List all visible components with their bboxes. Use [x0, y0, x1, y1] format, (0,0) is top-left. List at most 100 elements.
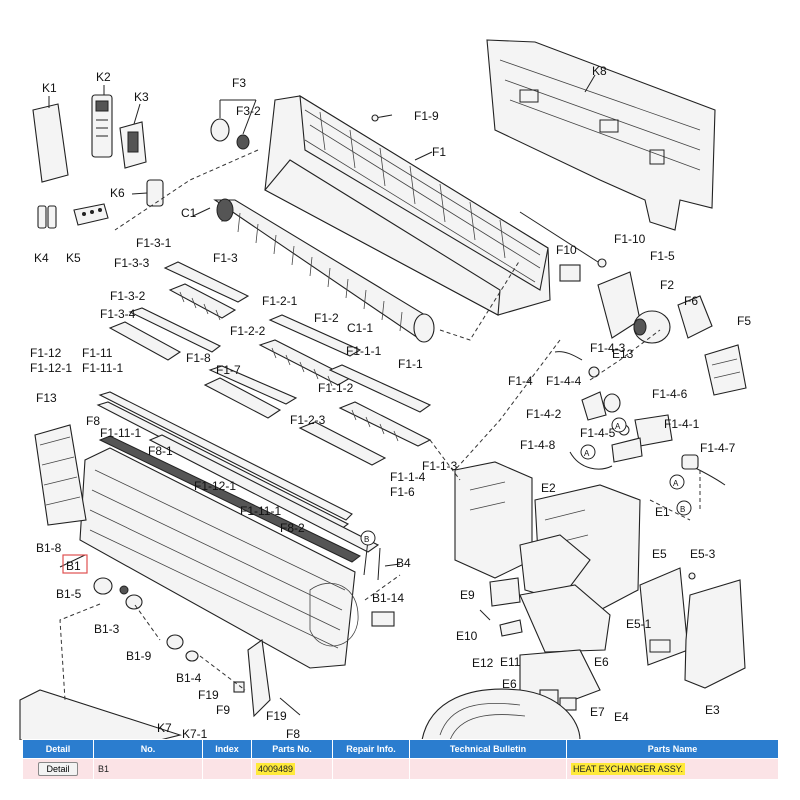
cell-parts-name: HEAT EXCHANGER ASSY. [566, 758, 779, 780]
part-label: K7-1 [182, 727, 208, 740]
part-label: A [584, 449, 590, 458]
part-label: F8-2 [280, 521, 305, 535]
part-label: K2 [96, 70, 111, 84]
part-label: F1-2-2 [230, 324, 266, 338]
col-no: No. [93, 739, 203, 759]
part-label: E5 [652, 547, 667, 561]
cell-parts-no: 4009489 [251, 758, 333, 780]
front-panel-b1 [34, 424, 359, 669]
part-label: F1-1-2 [318, 381, 354, 395]
swing-motor-f1-4 [554, 351, 726, 486]
motor-and-bracket [519, 211, 747, 396]
part-label: B4 [396, 556, 411, 570]
part-label: F10 [556, 243, 577, 257]
part-label: F1-1-4 [390, 470, 426, 484]
part-label: F1-11-1 [82, 361, 123, 375]
part-label: E1 [655, 505, 670, 519]
part-label: F9 [216, 703, 230, 717]
part-label: C1 [181, 206, 197, 220]
part-label: K5 [66, 251, 81, 265]
part-label: B [680, 505, 685, 514]
part-label: F1-4-6 [652, 387, 688, 401]
part-label: F1-4-2 [526, 407, 562, 421]
col-parts-name: Parts Name [566, 739, 779, 759]
part-label: F3-2 [236, 104, 261, 118]
cell-index [202, 758, 252, 780]
remote-and-accessories [32, 94, 164, 229]
part-label: K6 [110, 186, 125, 200]
col-parts-no: Parts No. [251, 739, 333, 759]
part-label: K1 [42, 81, 57, 95]
part-label: A [673, 479, 679, 488]
part-label: E3 [705, 703, 720, 717]
part-label: F1-6 [390, 485, 415, 499]
part-label: E6 [502, 677, 517, 691]
table-row: Detail B1 4009489 HEAT EXCHANGER ASSY. [22, 758, 779, 780]
part-label: F3 [232, 76, 246, 90]
part-label: F1-3 [213, 251, 238, 265]
cell-technical-bulletin [409, 758, 567, 780]
part-label: F1-9 [414, 109, 439, 123]
reference-markers [360, 417, 692, 546]
front-rails [96, 391, 380, 563]
lower-housing [19, 688, 581, 740]
part-label: K7 [157, 721, 172, 735]
part-label: E10 [456, 629, 478, 643]
exploded-parts-diagram: K1K2K3K6K4K5F3F3-2C1F1-9F1K8F1-3-1F1-3F1… [19, 39, 751, 740]
part-label: E6 [594, 655, 609, 669]
part-label: F1-2-1 [262, 294, 298, 308]
part-label: E5-3 [690, 547, 716, 561]
part-label: K3 [134, 90, 149, 104]
part-label: F8-1 [148, 444, 173, 458]
part-label: F1-12 [30, 346, 62, 360]
cell-detail: Detail [22, 758, 94, 780]
part-label: B1-8 [36, 541, 62, 555]
part-label: B1-9 [126, 649, 152, 663]
part-label: F1-2-3 [290, 413, 326, 427]
part-label: F1-1-1 [346, 344, 382, 358]
detail-button[interactable]: Detail [38, 762, 78, 776]
parts-name-value: HEAT EXCHANGER ASSY. [571, 763, 686, 775]
part-label: F1-10 [614, 232, 646, 246]
parts-table: Detail No. Index Parts No. Repair Info. … [22, 739, 779, 780]
part-label: E11 [500, 655, 521, 669]
part-label: E7 [590, 705, 605, 719]
part-label: F19 [198, 688, 219, 702]
part-label: K8 [592, 64, 607, 78]
parts-no-value[interactable]: 4009489 [256, 763, 296, 775]
part-label: F13 [36, 391, 57, 405]
part-label: F1-12-1 [30, 361, 72, 375]
part-label: E5-1 [626, 617, 652, 631]
label-leaders [48, 74, 596, 568]
part-label: F1-4-1 [664, 417, 700, 431]
part-label: F1-1 [398, 357, 423, 371]
crossflow-fan-c1 [213, 198, 435, 343]
selected-part-box [62, 554, 88, 574]
parts-table-header: Detail No. Index Parts No. Repair Info. … [22, 739, 779, 759]
part-label: F1-3-2 [110, 289, 146, 303]
part-label: K4 [34, 251, 49, 265]
main-chassis-f1 [264, 94, 551, 316]
cell-repair-info [332, 758, 410, 780]
part-label: F19 [266, 709, 287, 723]
part-label: E4 [614, 710, 629, 724]
part-label: F1 [432, 145, 446, 159]
part-label: F1-3-1 [136, 236, 172, 250]
col-technical-bulletin: Technical Bulletin [409, 739, 567, 759]
part-label: E2 [541, 481, 556, 495]
part-label: F1-11-1 [100, 426, 141, 440]
part-label: E12 [472, 656, 494, 670]
part-label: C1-1 [347, 321, 373, 335]
back-plate-k8 [486, 39, 716, 231]
small-fittings [93, 539, 395, 718]
col-detail: Detail [22, 739, 94, 759]
part-label: F1-4 [508, 374, 533, 388]
part-label: F1-8 [186, 351, 211, 365]
part-label: B [364, 535, 369, 544]
part-label: E9 [460, 588, 475, 602]
part-label: F1-3-4 [100, 307, 136, 321]
part-label: B1-5 [56, 587, 82, 601]
part-label: B1-14 [372, 591, 404, 605]
leader-lines [59, 149, 701, 701]
